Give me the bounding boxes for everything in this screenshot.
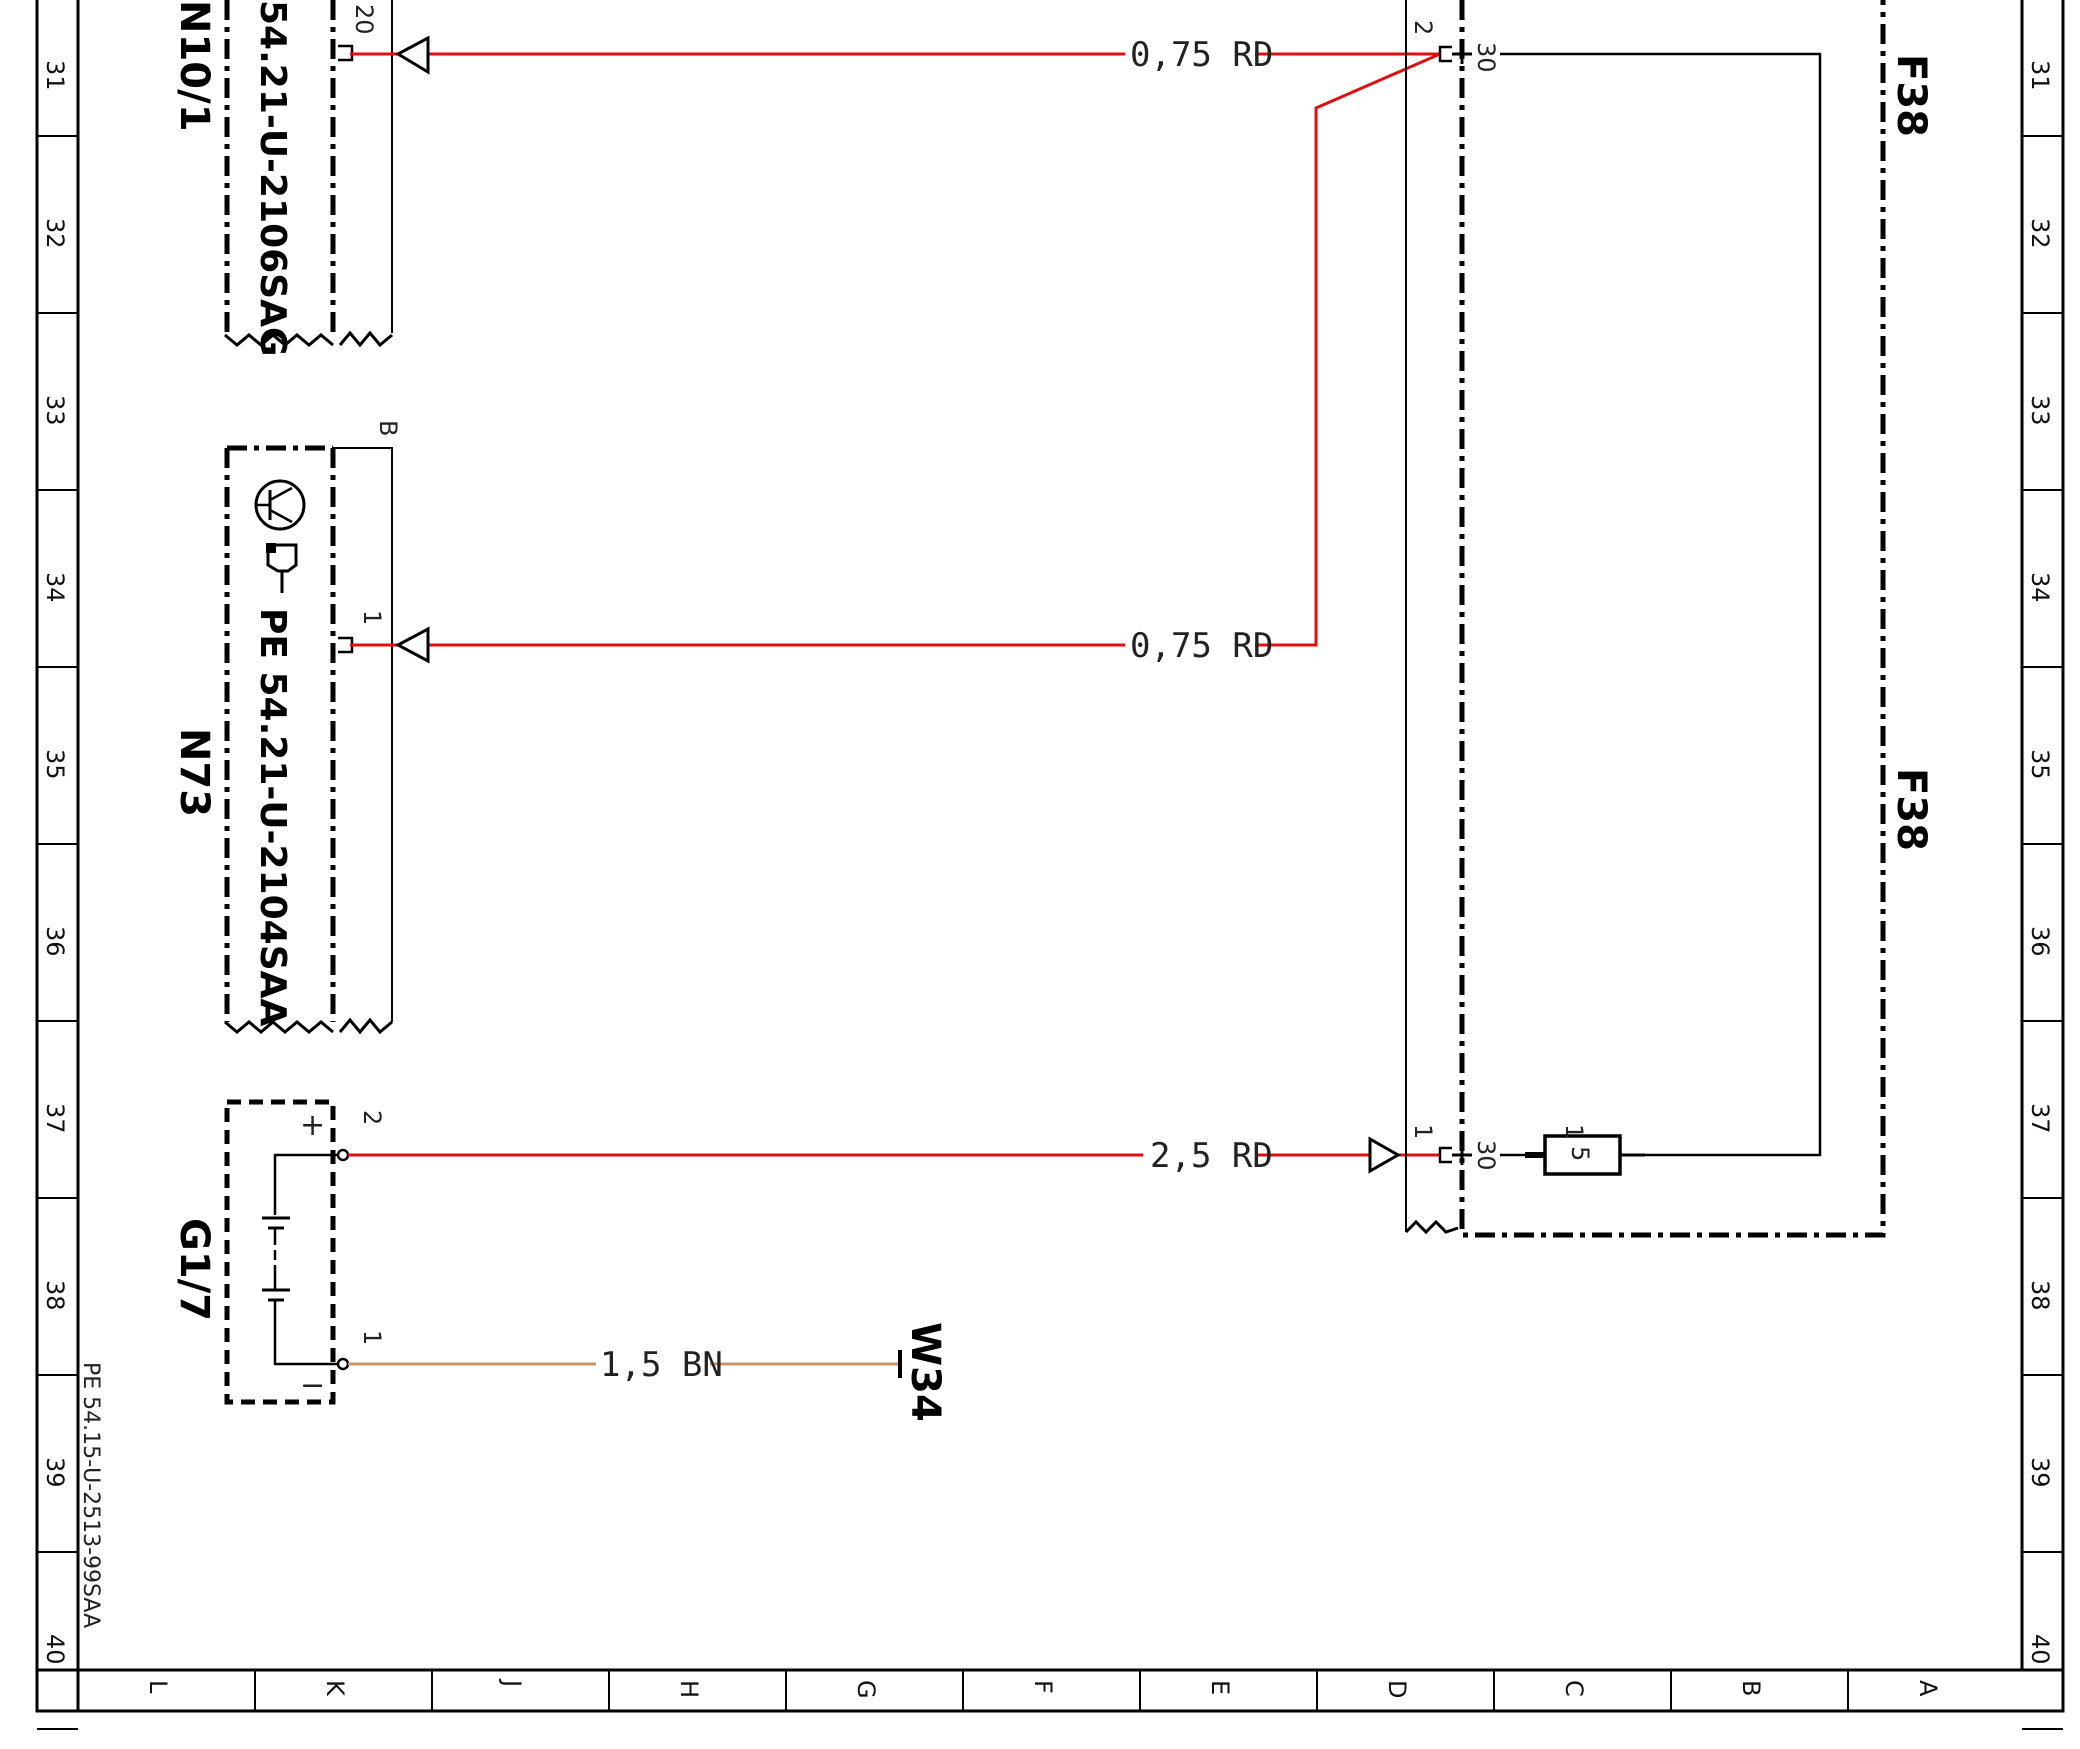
- wire-label: 1,5 BN: [600, 1345, 723, 1385]
- g1-7-pin-2: 2: [358, 1110, 386, 1125]
- column-label: J: [498, 1678, 526, 1687]
- row-label: 36: [2026, 926, 2054, 957]
- transistor-icon: [254, 479, 306, 531]
- n73-module: B PE 54.21-U-2104SAA N73 1: [171, 420, 402, 1035]
- wire-label: 2,5 RD: [1150, 1136, 1273, 1176]
- column-label: H: [675, 1680, 703, 1698]
- column-label: A: [1914, 1680, 1942, 1697]
- row-label: 35: [41, 749, 69, 780]
- n73-pin-1: 1: [358, 610, 386, 625]
- f38-pin-30-bottom: 30: [1472, 1140, 1500, 1171]
- fuse-number: 5: [1566, 1146, 1594, 1161]
- wire-top-075-rd: 0,75 RD: [350, 35, 1440, 75]
- connector-icon: [1438, 1146, 1452, 1164]
- n10-1-pin-20: 20: [350, 4, 378, 35]
- w34-designation: W34: [902, 1322, 948, 1422]
- n73-pin-b: B: [374, 420, 402, 436]
- row-label: 33: [2026, 395, 2054, 426]
- column-label: C: [1560, 1680, 1588, 1697]
- column-label: B: [1737, 1680, 1765, 1696]
- connector-arrow-icon: [1368, 1136, 1402, 1174]
- column-label: G: [852, 1680, 880, 1699]
- g1-7-pin-1: 1: [358, 1330, 386, 1345]
- wire-label: 0,75 RD: [1130, 35, 1273, 75]
- g1-7-minus-sign: −: [300, 1368, 325, 1403]
- sheet-reference: PE 54.15-U-2513-99SAA: [78, 1362, 103, 1628]
- column-label: E: [1206, 1680, 1234, 1695]
- connector-icon: [1438, 45, 1452, 63]
- column-labels: L K J H G F E D C B A: [144, 1678, 1942, 1699]
- row-label: 32: [2026, 218, 2054, 249]
- sheet-frame: [35, 0, 2065, 1713]
- column-label: D: [1383, 1680, 1411, 1698]
- row-label: 31: [2026, 60, 2054, 91]
- row-label: 34: [2026, 572, 2054, 603]
- n73-designation: N73: [171, 728, 217, 817]
- column-grid-ticks: [254, 1670, 1849, 1711]
- connector-arrow-icon: [394, 35, 430, 75]
- row-label: 40: [2026, 1634, 2054, 1665]
- row-label: 37: [2026, 1103, 2054, 1134]
- row-label: 33: [41, 395, 69, 426]
- g1-7-battery: + − 2 1 G1/7: [171, 1099, 386, 1405]
- column-label: L: [144, 1680, 172, 1694]
- row-label: 37: [41, 1103, 69, 1134]
- row-label: 39: [2026, 1457, 2054, 1488]
- row-label: 31: [41, 60, 69, 91]
- row-label: 40: [41, 1634, 69, 1665]
- n10-1-document-ref: 54.21-U-2106SAG: [252, 0, 293, 357]
- g1-7-plus-sign: +: [300, 1108, 325, 1143]
- n73-document-ref: PE 54.21-U-2104SAA: [252, 608, 293, 1026]
- column-label: F: [1029, 1680, 1057, 1694]
- row-grid-ticks: [37, 135, 2063, 1730]
- wire-battery-25-rd: 2,5 RD: [348, 1136, 1440, 1176]
- f38-pin-2: 2: [1409, 20, 1437, 35]
- row-label: 38: [41, 1280, 69, 1311]
- n10-1-designation: N10/1: [171, 0, 217, 132]
- g1-7-designation: G1/7: [171, 1218, 217, 1321]
- row-label: 36: [41, 926, 69, 957]
- f38-pin-1: 1: [1409, 1124, 1437, 1139]
- wire-ground-15-bn: 1,5 BN W34: [348, 1322, 948, 1422]
- wire-middle-075-rd: 0,75 RD: [350, 52, 1441, 666]
- n10-1-module: 54.21-U-2106SAG N10/1 20: [171, 0, 393, 357]
- connector-icon: [338, 636, 354, 654]
- f38-fuse-box: 5 1 2 30 1 30 F38 F38: [1404, 0, 1934, 1238]
- connector-icon: [338, 44, 354, 62]
- row-label: 32: [41, 218, 69, 249]
- f38-designation-middle: F38: [1888, 768, 1934, 851]
- connector-arrow-icon: [394, 626, 430, 664]
- row-label: 38: [2026, 1280, 2054, 1311]
- row-labels-right: 31 32 33 34 35 36 37 38 39 40: [2026, 60, 2054, 1665]
- f38-pin-30-top: 30: [1472, 42, 1500, 73]
- wire-label: 0,75 RD: [1130, 626, 1273, 666]
- row-label: 39: [41, 1457, 69, 1488]
- row-labels-left: 31 32 33 34 35 36 37 38 39 40: [41, 60, 69, 1665]
- f38-designation-top: F38: [1888, 54, 1934, 137]
- column-label: K: [321, 1680, 349, 1697]
- hand-pointer-icon: [266, 543, 298, 593]
- fuse-label-1: 1: [1560, 1124, 1588, 1139]
- row-label: 35: [2026, 749, 2054, 780]
- row-label: 34: [41, 572, 69, 603]
